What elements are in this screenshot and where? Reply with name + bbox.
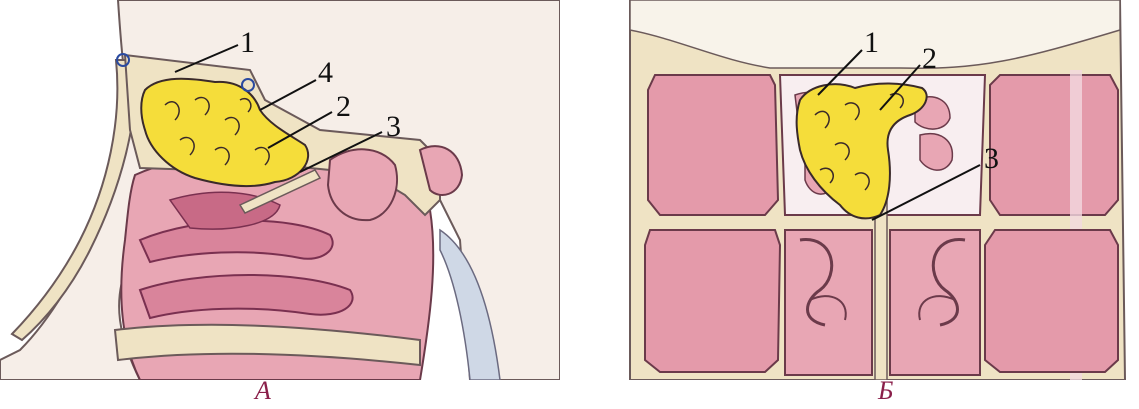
label-4: 4 [318, 56, 333, 89]
caption-b: Б [878, 376, 893, 406]
right-orbit [990, 75, 1118, 215]
label-2: 2 [336, 90, 351, 123]
caption-a: А [255, 376, 271, 406]
sagittal-section-drawing: 1 4 2 3 [0, 0, 560, 380]
coronal-section-figure: 1 2 3 [600, 0, 1139, 409]
right-maxillary-sinus [985, 230, 1118, 372]
left-orbit [648, 75, 778, 215]
label-2: 2 [922, 42, 937, 75]
coronal-section-drawing: 1 2 3 [600, 0, 1139, 380]
label-3: 3 [984, 142, 999, 175]
sagittal-section-figure: 1 4 2 3 [0, 0, 560, 409]
label-1: 1 [240, 26, 255, 59]
sphenoid-sinus [328, 149, 397, 220]
label-1: 1 [864, 26, 879, 59]
label-3: 3 [386, 110, 401, 143]
left-maxillary-sinus [645, 230, 780, 372]
